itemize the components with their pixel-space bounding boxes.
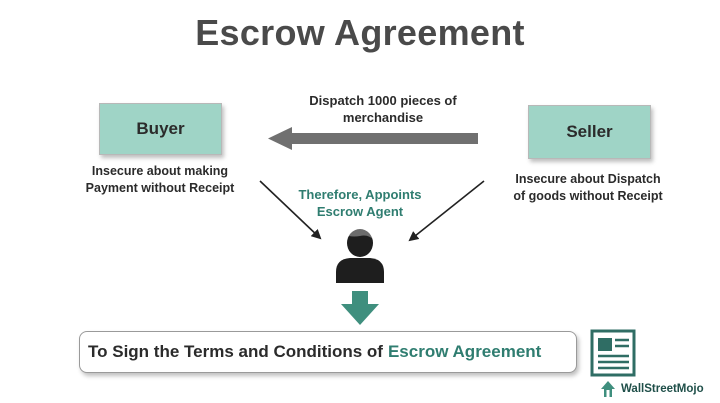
conclusion-prefix: To Sign the Terms and Conditions of <box>88 342 383 361</box>
buyer-caption-line-1: Insecure about making <box>91 164 229 178</box>
diagram-title: Escrow Agreement <box>195 12 525 53</box>
person-icon <box>336 228 384 283</box>
buyer-caption-line-2: Payment without Receipt <box>85 181 235 195</box>
brand-watermark: WallStreetMojo <box>599 378 704 400</box>
seller-caption-line-1: Insecure about Dispatch <box>515 172 661 186</box>
dispatch-caption-line-1: Dispatch 1000 pieces of <box>309 93 457 108</box>
agent-caption-line-1: Therefore, Appoints <box>298 187 422 202</box>
dispatch-arrow <box>268 127 478 150</box>
buyer-caption: Insecure about making Payment without Re… <box>60 163 260 197</box>
brand-name: WallStreetMojo <box>621 383 704 395</box>
dispatch-caption: Dispatch 1000 pieces of merchandise <box>295 92 471 126</box>
seller-caption: Insecure about Dispatch of goods without… <box>488 171 688 205</box>
agent-caption-line-2: Escrow Agent <box>316 204 404 219</box>
seller-label: Seller <box>566 122 613 141</box>
agent-caption: Therefore, Appoints Escrow Agent <box>280 186 440 220</box>
dispatch-caption-line-2: merchandise <box>342 110 424 125</box>
conclusion-box: To Sign the Terms and Conditions of Escr… <box>79 331 577 373</box>
down-arrow-icon <box>341 291 379 325</box>
seller-box: Seller <box>528 105 651 159</box>
brand-logo-icon <box>601 381 615 397</box>
document-icon <box>590 329 636 377</box>
buyer-label: Buyer <box>136 119 185 138</box>
seller-to-agent-arrow <box>408 180 485 242</box>
seller-caption-line-2: of goods without Receipt <box>513 189 663 203</box>
buyer-box: Buyer <box>99 103 222 155</box>
conclusion-accent: Escrow Agreement <box>387 342 542 361</box>
buyer-to-agent-arrow <box>259 180 322 240</box>
